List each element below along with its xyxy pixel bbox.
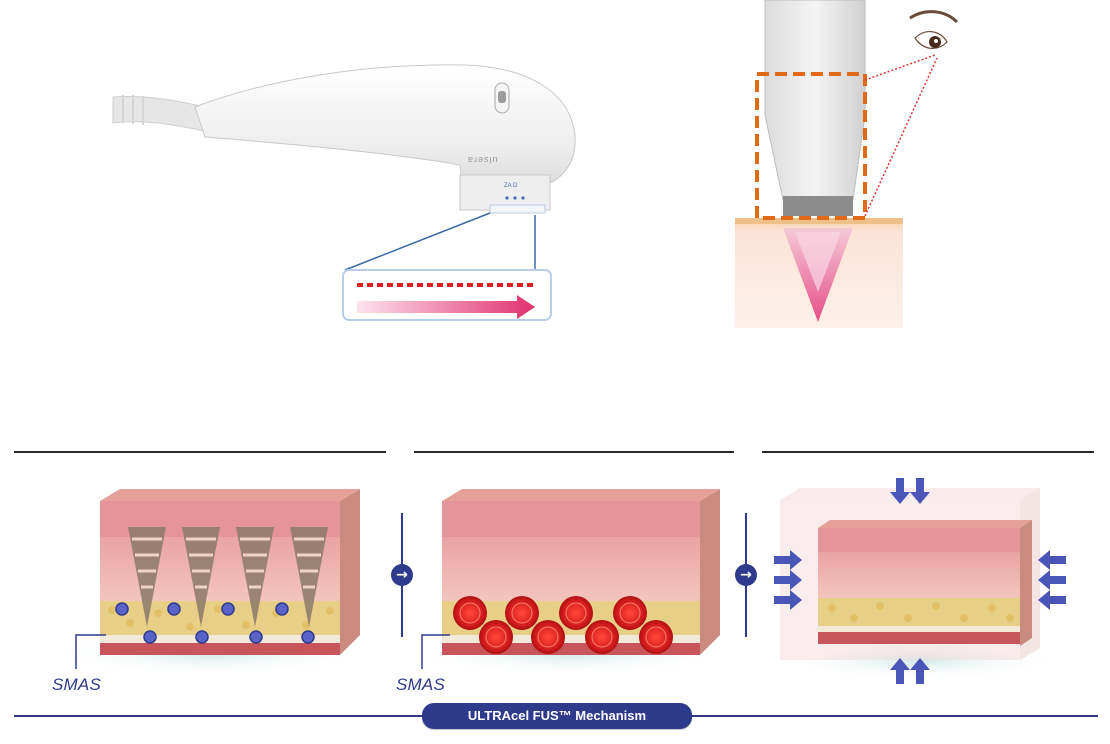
skin-panel-1 bbox=[40, 475, 380, 685]
section-rule-3 bbox=[762, 451, 1094, 453]
probe-tip bbox=[783, 196, 853, 216]
handpiece-panel-text: ZA D bbox=[504, 183, 518, 189]
arrow-right-icon: → bbox=[391, 564, 413, 586]
handpiece-svg bbox=[112, 64, 576, 321]
contraction-arrows bbox=[774, 478, 1066, 684]
transducer-illustration bbox=[725, 0, 985, 340]
cable bbox=[112, 96, 206, 132]
smas-label-2: SMAS bbox=[396, 675, 445, 694]
transducer-svg bbox=[735, 0, 959, 328]
view-frame bbox=[755, 72, 867, 220]
handpiece-body bbox=[194, 64, 576, 211]
handpiece-tip bbox=[489, 204, 546, 214]
pink-arrow bbox=[357, 295, 535, 319]
handpiece-head bbox=[459, 174, 551, 211]
skin-panel-2-svg bbox=[410, 489, 720, 675]
section-rule-1 bbox=[14, 451, 386, 453]
arrow-right-icon: → bbox=[735, 564, 757, 586]
skin-panel-3-svg bbox=[774, 478, 1066, 684]
smas-label-1: SMAS bbox=[52, 675, 101, 694]
ultrasound-beams bbox=[128, 527, 328, 627]
eye-icon bbox=[909, 10, 959, 49]
skin-panel-1-svg bbox=[50, 489, 370, 675]
skin-panel-3 bbox=[770, 470, 1070, 695]
probe bbox=[764, 0, 866, 201]
section-rule-2 bbox=[414, 451, 734, 453]
thermal-coagulation-points bbox=[453, 596, 673, 654]
footer-line-right bbox=[690, 715, 1098, 717]
handpiece-brand: ulsera bbox=[467, 155, 498, 165]
handpiece-illustration: ulsera ZA D bbox=[105, 45, 585, 335]
focal-points bbox=[115, 602, 315, 644]
skin-panel-2 bbox=[380, 475, 720, 685]
footer-title-badge: ULTRAcel FUS™ Mechanism bbox=[422, 703, 692, 729]
footer-line-left bbox=[14, 715, 424, 717]
